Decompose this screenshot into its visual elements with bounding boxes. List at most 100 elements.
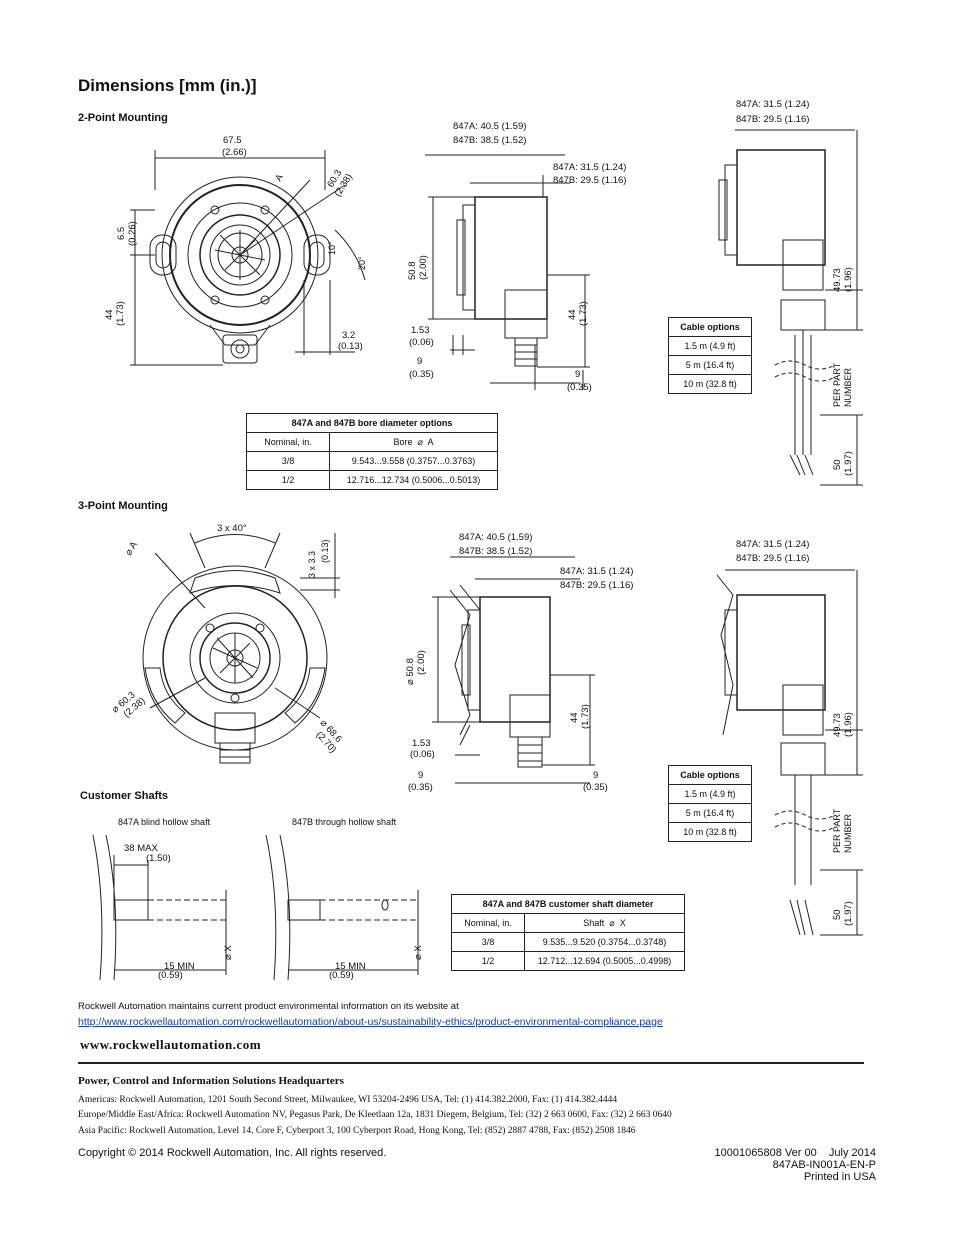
cable-option-row: 5 m (16.4 ft) <box>668 803 752 823</box>
two-point-front-drawing: 67.5 (2.66) 3.2 (0.13) 6.5 (0.26) 44 (1.… <box>104 135 367 366</box>
dim-1-53-in: (0.06) <box>409 337 434 348</box>
dim-50-8-in: (2.00) <box>418 255 429 280</box>
footer-divider <box>78 1062 864 1064</box>
three-point-cable-drawing: 49.73 (1.96) PER PART NUMBER 50 (1.97) <box>716 569 863 936</box>
cable-option-row: 1.5 m (4.9 ft) <box>668 784 752 804</box>
dim-49-73-in: (1.96) <box>843 267 854 292</box>
through-shaft-label: 847B through hollow shaft <box>292 817 397 827</box>
dim3-49-73: 49.73 <box>832 713 843 737</box>
shaft-15-min-b-in: (0.59) <box>329 970 354 981</box>
dim-67-5-in: (2.66) <box>222 147 247 158</box>
dim3-9-left: 9 <box>418 770 423 781</box>
right2-a: 847A: 31.5 (1.24) <box>736 99 810 110</box>
cable-option-row: 1.5 m (4.9 ft) <box>668 336 752 356</box>
shaft-phi-x-a: ⌀ X <box>223 945 234 960</box>
side2-mid-b: 847B: 29.5 (1.16) <box>553 175 627 186</box>
bore-row-value: 12.716...12.734 (0.5006...0.5013) <box>329 470 498 490</box>
dim3-9-right: 9 <box>593 770 598 781</box>
hq-title: Power, Control and Information Solutions… <box>78 1075 344 1087</box>
shaft-38-max-in: (1.50) <box>146 853 171 864</box>
dim-67-5: 67.5 <box>223 135 242 146</box>
address-apac: Asia Pacific: Rockwell Automation, Level… <box>78 1126 636 1136</box>
right3-a: 847A: 31.5 (1.24) <box>736 539 810 550</box>
dim-44: 44 <box>104 309 115 320</box>
shaft-38-max: 38 MAX <box>124 843 158 854</box>
dim3-50-in: (1.97) <box>843 901 854 926</box>
dim3-49-73-in: (1.96) <box>843 712 854 737</box>
doc-id: 10001065808 Ver 00 July 2014 <box>714 1147 876 1159</box>
dim-50-in: (1.97) <box>843 451 854 476</box>
environment-link[interactable]: http://www.rockwellautomation.com/rockwe… <box>78 1016 663 1028</box>
dim-9-right-in: (0.35) <box>567 382 592 393</box>
environment-note: Rockwell Automation maintains current pr… <box>78 1001 459 1012</box>
cable-option-row: 10 m (32.8 ft) <box>668 374 752 394</box>
website[interactable]: www.rockwellautomation.com <box>80 1037 262 1052</box>
dim-3-2: 3.2 <box>342 330 355 341</box>
shaft-diameter-table: 847A and 847B customer shaft diameter No… <box>451 894 685 971</box>
per-part-3-2: NUMBER <box>843 813 853 853</box>
dim-phi-a: A <box>273 172 286 184</box>
section-three-point: 3-Point Mounting <box>78 500 168 512</box>
publication-number: 847AB-IN001A-EN-P <box>772 1159 876 1171</box>
dim-49-73: 49.73 <box>832 268 843 292</box>
dim3-side-44: 44 <box>569 712 580 723</box>
dim-50: 50 <box>832 459 843 470</box>
shaft-15-min-a-in: (0.59) <box>158 970 183 981</box>
customer-shafts-drawing: 38 MAX (1.50) 15 MIN (0.59) 15 MIN (0.59… <box>92 834 424 981</box>
bore-col-bore: Bore ⌀ A <box>329 432 498 452</box>
dim-3x3-3: 3 x 3.3 <box>307 551 317 578</box>
cable-option-row: 10 m (32.8 ft) <box>668 822 752 842</box>
per-part-2: NUMBER <box>843 367 853 407</box>
three-point-side-drawing: 1.53 (0.06) 9 (0.35) 9 (0.35) ⌀ 50.8 (2.… <box>405 556 608 793</box>
per-part-3-1: PER PART <box>832 808 842 853</box>
copyright: Copyright © 2014 Rockwell Automation, In… <box>78 1147 387 1159</box>
shaft-row-value: 12.712...12.694 (0.5005...0.4998) <box>524 951 685 971</box>
dim-44-in: (1.73) <box>115 301 126 326</box>
cable-option-row: 5 m (16.4 ft) <box>668 355 752 375</box>
dim-9-left-in: (0.35) <box>409 369 434 380</box>
side2-top-a: 847A: 40.5 (1.59) <box>453 121 527 132</box>
shaft-col-shaft: Shaft ⌀ X <box>524 913 685 933</box>
dim-6-5: 6.5 <box>116 227 127 240</box>
side3-top-a: 847A: 40.5 (1.59) <box>459 532 533 543</box>
dim3-50: 50 <box>832 909 843 920</box>
shaft-table-title: 847A and 847B customer shaft diameter <box>451 894 685 914</box>
shaft-15-min-b: 15 MIN <box>335 961 366 972</box>
section-customer-shafts: Customer Shafts <box>80 790 169 802</box>
angle-10: 10° <box>327 241 337 255</box>
shaft-col-nominal: Nominal, in. <box>451 913 525 933</box>
dim3-9-right-in: (0.35) <box>583 782 608 793</box>
shaft-row-nominal: 1/2 <box>451 951 525 971</box>
shaft-15-min-a: 15 MIN <box>164 961 195 972</box>
cable-options-header: Cable options <box>668 317 752 337</box>
dim-1-53: 1.53 <box>411 325 430 336</box>
dim3-phi-a: ⌀ A <box>123 539 140 557</box>
dim3-side-44-in: (1.73) <box>580 704 591 729</box>
bore-table-title: 847A and 847B bore diameter options <box>246 413 498 433</box>
address-emea: Europe/Middle East/Africa: Rockwell Auto… <box>78 1110 672 1120</box>
bore-row-nominal: 1/2 <box>246 470 330 490</box>
cable-options-table-2: Cable options 1.5 m (4.9 ft) 5 m (16.4 f… <box>668 765 752 842</box>
dim-side-44: 44 <box>567 309 578 320</box>
dim-50-8: 50.8 <box>407 262 418 281</box>
page-title: Dimensions [mm (in.)] <box>78 76 257 95</box>
per-part-1: PER PART <box>832 362 842 407</box>
dim-side-44-in: (1.73) <box>578 301 589 326</box>
side2-top-b: 847B: 38.5 (1.52) <box>453 135 527 146</box>
cable-options-header: Cable options <box>668 765 752 785</box>
angle-20: 20° <box>357 256 367 270</box>
side3-mid-b: 847B: 29.5 (1.16) <box>560 580 634 591</box>
shaft-row-value: 9.535...9.520 (0.3754...0.3748) <box>524 932 685 952</box>
bore-row-nominal: 3/8 <box>246 451 330 471</box>
dim-3x3-3-in: (0.13) <box>320 539 330 563</box>
bore-diameter-table: 847A and 847B bore diameter options Nomi… <box>246 413 498 490</box>
side2-mid-a: 847A: 31.5 (1.24) <box>553 162 627 173</box>
shaft-phi-x-b: ⌀ X <box>413 945 424 960</box>
bore-col-nominal: Nominal, in. <box>246 432 330 452</box>
dim-9-right: 9 <box>575 369 580 380</box>
side3-mid-a: 847A: 31.5 (1.24) <box>560 566 634 577</box>
dim3-1-53-in: (0.06) <box>410 749 435 760</box>
three-point-front-drawing: 3 x 40° 3 x 3.3 (0.13) ⌀ A ⌀ 60.3 (2.38)… <box>110 523 344 764</box>
dim-9-left: 9 <box>417 356 422 367</box>
address-americas: Americas: Rockwell Automation, 1201 Sout… <box>78 1095 618 1105</box>
